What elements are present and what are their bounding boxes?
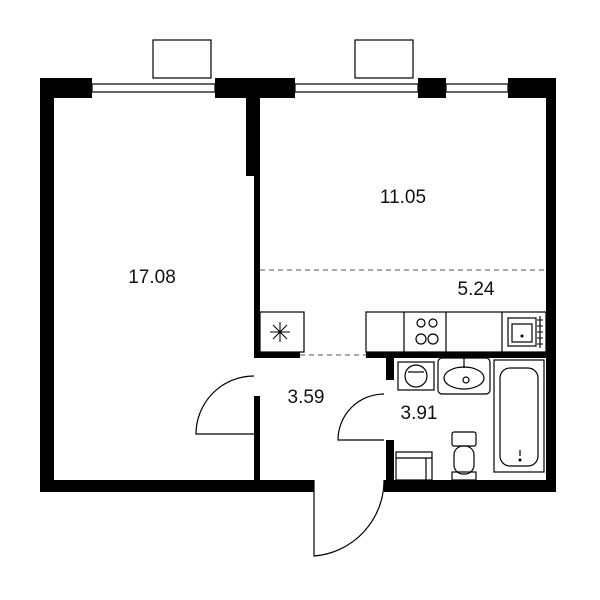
corner-cabinet	[259, 311, 305, 353]
zone-lines	[260, 269, 546, 356]
ventilation-icon	[270, 322, 290, 342]
room-area-hall: 3.59	[288, 387, 325, 408]
washbasin-icon	[437, 357, 491, 395]
kitchen-counter	[259, 311, 547, 353]
stove-icon	[415, 318, 439, 345]
counter-top	[365, 311, 547, 353]
room-area-bedroom: 17.08	[128, 267, 176, 288]
toilet-icon	[451, 431, 477, 481]
room-area-kitchen: 5.24	[458, 279, 495, 300]
window-living	[294, 83, 419, 93]
doors	[195, 375, 385, 557]
bathroom-door	[337, 393, 385, 441]
entrance-door	[313, 479, 385, 557]
room-area-bathroom: 3.91	[401, 403, 438, 424]
laundry-shelf	[395, 451, 433, 481]
outer-walls	[40, 78, 556, 492]
bedroom-door	[195, 375, 255, 435]
washing-machine-icon	[397, 361, 435, 391]
window-kitchen	[445, 83, 509, 93]
kitchen-sink-icon	[507, 316, 543, 348]
balcony-right	[354, 39, 414, 79]
room-labels: 17.08 11.05 5.24 3.59 3.91	[128, 187, 495, 424]
bathroom-fixtures	[395, 357, 545, 481]
balcony-left	[152, 39, 212, 79]
windows	[91, 83, 509, 93]
room-area-living: 11.05	[380, 187, 426, 208]
balconies	[152, 39, 414, 79]
bathtub-icon	[493, 359, 545, 473]
window-bedroom	[91, 83, 216, 93]
interior-walls	[246, 98, 546, 480]
